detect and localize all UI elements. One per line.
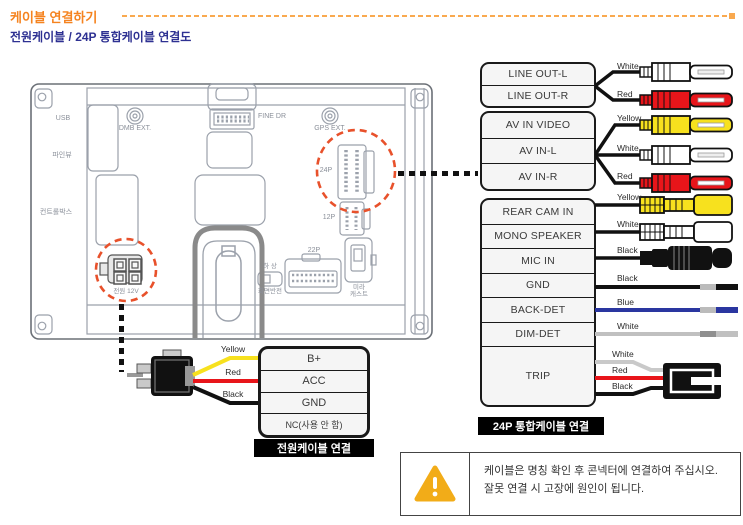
warning-triangle-icon [414, 465, 456, 502]
warning-icon-cell [401, 453, 470, 515]
label-screen-flip: 화면반전 [258, 288, 282, 295]
cable-row: GND [482, 272, 594, 298]
wire-color-label: Red [617, 89, 633, 99]
callout-24p-circle [315, 128, 397, 214]
22p-connector-icon [284, 253, 342, 294]
cable-group-misc: REAR CAM IN MONO SPEAKER MIC IN GND BACK… [480, 198, 596, 407]
power-row: GND [261, 391, 367, 414]
power-12v-connector-icon [99, 254, 143, 285]
label-dmb-ext: DMB EXT. [118, 125, 152, 132]
cable-row: LINE OUT-L [508, 68, 568, 81]
cable-row: REAR CAM IN [502, 205, 574, 218]
cable-group-avin: AV IN VIDEO AV IN-L AV IN-R [480, 111, 596, 191]
wire-color-label: Black [612, 381, 633, 391]
wire-color-label: Black [617, 245, 638, 255]
label-24p: 24P [319, 167, 333, 174]
power-leader-dashed-line [119, 304, 124, 372]
caption-24p-cable: 24P 통합케이블 연결 [478, 417, 604, 435]
gps-ext-connector-icon [321, 107, 339, 125]
cable-row: DIM-DET [482, 321, 594, 347]
label-fineview: 파인뷰 [52, 152, 72, 159]
power-row: NC(사용 안 함) [261, 413, 367, 435]
mic-jack-black-icon [640, 246, 732, 270]
power-row: B+ [307, 353, 321, 366]
callout-power-circle [94, 237, 158, 303]
wire-color-label: White [617, 143, 639, 153]
wire-color-label: Yellow [617, 113, 642, 123]
wire-color-label: Black [617, 273, 638, 283]
device-rear-panel-drawing [30, 83, 433, 340]
24p-connector-icon [337, 144, 375, 200]
power-row: ACC [261, 369, 367, 392]
warning-note: 케이블은 명칭 확인 후 콘넥터에 연결하여 주십시오. 잘못 연결 시 고장에… [400, 452, 741, 516]
header-rule-end-dot [729, 13, 735, 19]
rca-plug-white-icon [639, 62, 733, 82]
wire-color-label: Blue [617, 297, 635, 307]
cable-row: AV IN VIDEO [505, 119, 571, 132]
label-switch-positions: 하 상 [263, 263, 277, 270]
cable-row: TRIP [482, 346, 594, 405]
wire-color-label: Red [617, 171, 633, 181]
12p-connector-icon [339, 201, 371, 236]
cable-row: BACK-DET [482, 297, 594, 322]
cable-row: MONO SPEAKER [482, 223, 594, 249]
wire-color-label: Yellow [617, 192, 642, 202]
wire-color-label: White [617, 61, 639, 71]
mount-bracket-icon [192, 225, 265, 338]
label-12p: 12P [322, 214, 336, 221]
power-plug-drawing [127, 349, 260, 405]
dmb-ext-connector-icon [126, 107, 144, 125]
header-dashed-rule [122, 15, 728, 17]
cable-group-lineout: LINE OUT-L LINE OUT-R [480, 62, 596, 108]
label-22p: 22P [307, 247, 321, 254]
wire-color-label: White [612, 349, 634, 359]
24p-leader-dashed-line [398, 171, 478, 176]
warning-text: 케이블은 명칭 확인 후 콘넥터에 연결하여 주십시오. 잘못 연결 시 고장에… [470, 453, 740, 515]
label-usb: USB [55, 115, 71, 122]
dim-det-wire-white-icon [595, 331, 738, 337]
power-plug-icon [127, 349, 195, 396]
power-cable-table: B+ ACC GND NC(사용 안 함) [258, 346, 370, 438]
wire-color-label: Red [612, 365, 628, 375]
rca-jack-white-icon [639, 221, 733, 243]
fine-dr-connector-icon [207, 83, 257, 130]
wire-color-label: White [617, 321, 639, 331]
section-subtitle: 전원케이블 / 24P 통합케이블 연결도 [10, 30, 192, 44]
rca-plug-red-icon [639, 173, 733, 193]
caption-power-cable: 전원케이블 연결 [254, 439, 374, 457]
page-title: 케이블 연결하기 [10, 10, 98, 25]
cable-connectors-drawing [595, 62, 738, 399]
trip-connector-icon [595, 360, 721, 399]
rca-jack-yellow-icon [639, 194, 733, 216]
cable-row: AV IN-L [482, 137, 594, 164]
label-power-12v: 전원 12V [113, 288, 139, 295]
label-miracast: 미라 캐스트 [350, 284, 368, 299]
device-rear-panel: USB 파인뷰 컨트롤박스 DMB EXT. FINE DR GPS EXT. … [30, 83, 433, 340]
cable-row: AV IN-R [482, 163, 594, 189]
warning-line-1: 케이블은 명칭 확인 후 콘넥터에 연결하여 주십시오. [484, 465, 718, 477]
label-control-box: 컨트롤박스 [39, 209, 73, 216]
wire-color-label: Black [222, 389, 244, 399]
warning-line-2: 잘못 연결 시 고장에 원인이 됩니다. [484, 482, 645, 495]
wire-color-label: Red [225, 367, 241, 377]
cable-row: LINE OUT-R [482, 84, 594, 107]
wire-color-label: Yellow [220, 344, 246, 354]
label-fine-dr: FINE DR [258, 113, 286, 120]
gnd-wire-black-icon [595, 284, 738, 290]
rca-plug-yellow-icon [639, 115, 733, 135]
cable-row: MIC IN [482, 248, 594, 273]
rca-plug-red-icon [639, 90, 733, 110]
miracast-port-icon [344, 237, 377, 283]
label-gps-ext: GPS EXT. [314, 125, 346, 132]
wire-color-label: White [617, 219, 639, 229]
rca-plug-white-icon [639, 145, 733, 165]
back-det-wire-blue-icon [595, 307, 738, 313]
